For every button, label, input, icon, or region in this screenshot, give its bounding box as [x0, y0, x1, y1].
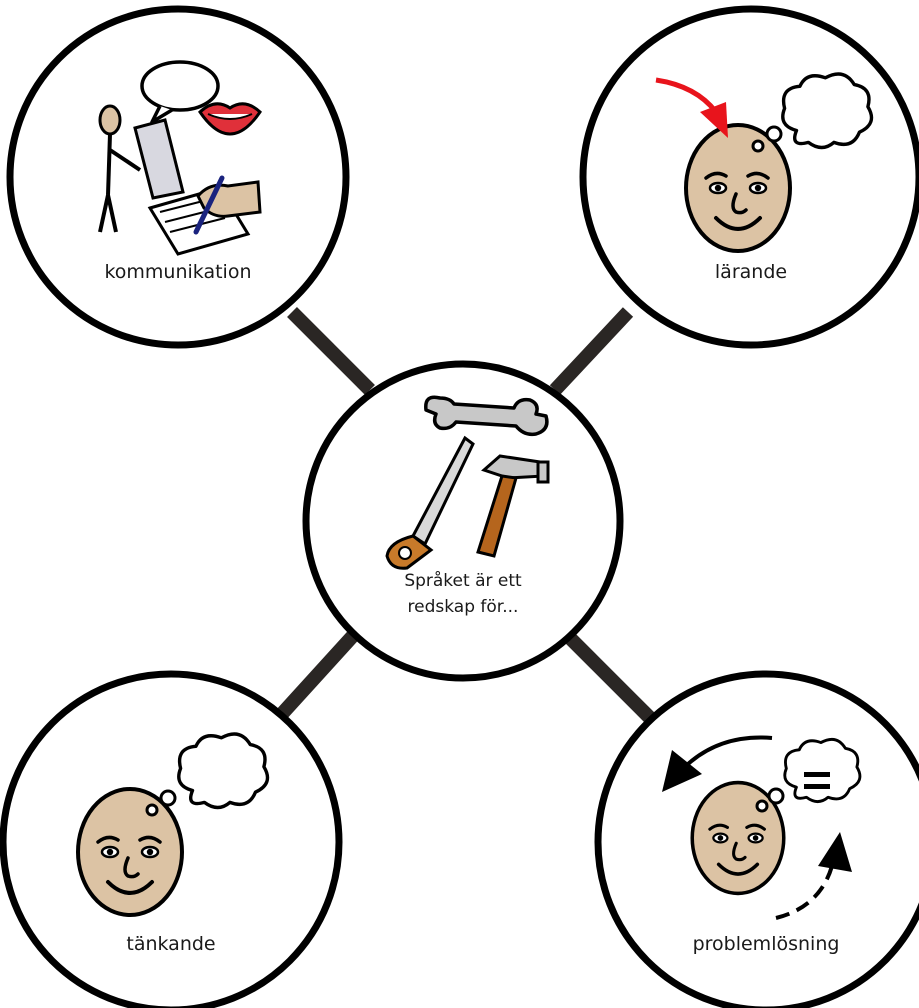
- connector-larande: [549, 307, 634, 395]
- node-larande: lärande: [579, 5, 919, 349]
- communication-icon: [98, 60, 262, 256]
- node-label-tankande: tänkande: [126, 933, 215, 955]
- center-label-line1: Språket är ett: [404, 570, 522, 591]
- center-node: Språket är ett redskap för...: [302, 360, 624, 682]
- connectors: [274, 307, 655, 723]
- connector-problemlosning: [555, 623, 655, 723]
- connector-tankande: [274, 623, 366, 721]
- thinking-head-icon: [76, 732, 270, 917]
- center-label-line2: redskap för...: [408, 597, 519, 617]
- node-label-problemlosning: problemlösning: [693, 933, 840, 955]
- node-kommunikation: kommunikation: [6, 5, 350, 349]
- node-label-larande: lärande: [715, 261, 787, 283]
- tools-icon: [385, 395, 550, 570]
- problem-solving-head-icon: [662, 735, 862, 920]
- node-label-kommunikation: kommunikation: [104, 261, 251, 283]
- node-problemlosning: problemlösning: [594, 670, 919, 1008]
- connector-kommunikation: [287, 307, 375, 395]
- learning-head-icon: [655, 72, 874, 253]
- node-tankande: tänkande: [0, 670, 343, 1008]
